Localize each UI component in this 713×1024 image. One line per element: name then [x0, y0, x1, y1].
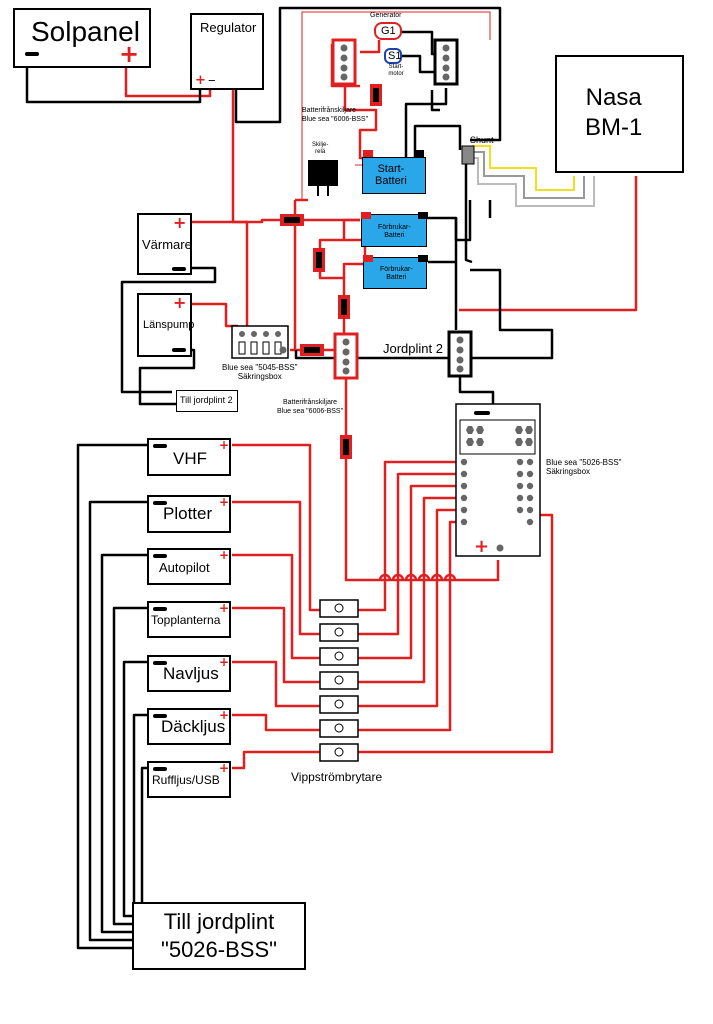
relay-icon [308, 160, 338, 186]
solar-panel-label: Solpanel [31, 16, 140, 47]
plus-icon: + [219, 655, 230, 669]
nasa-bm1: Nasa BM-1 [555, 55, 684, 173]
to-ground-bus-5026: Till jordplint "5026-BSS" [132, 902, 306, 970]
plus-icon: + [219, 601, 230, 615]
solar-panel: Solpanel + [13, 8, 151, 68]
minus-icon [172, 267, 186, 271]
load-label: Däckljus [161, 717, 226, 736]
minus-icon [25, 52, 39, 56]
fusebox-5045-icon [231, 325, 289, 359]
generator-icon: G1 [374, 22, 402, 40]
minus-icon [172, 348, 186, 352]
minus-icon [153, 607, 167, 611]
battery-negative-terminal [418, 212, 428, 219]
fusebox-5045-label: Blue sea "5045-BSS" Säkringsbox [222, 363, 298, 381]
load-label: Autopilot [159, 560, 210, 575]
ground-bus-2-label: Jordplint 2 [383, 341, 443, 356]
negative-wires [25, 6, 554, 950]
split-relay-label: Skilje- relä [312, 142, 329, 155]
plus-icon: + [474, 536, 490, 557]
heater: + Värmare [137, 213, 192, 275]
isolator-mid-label: Batterifrånskiljare Blue sea "6006-BSS" [277, 399, 344, 415]
house-battery-1: Förbrukar- Batteri [361, 214, 427, 247]
plus-icon: + [219, 761, 230, 775]
load-nav-lights: + Navljus [147, 655, 231, 692]
shunt-label: Shunt [470, 135, 494, 145]
terminal-strips [331, 38, 473, 380]
load-label: Plotter [163, 504, 213, 523]
load-label: Topplanterna [151, 613, 221, 627]
minus-icon [153, 444, 167, 448]
minus-icon [153, 501, 167, 505]
switches-label: Vippströmbrytare [291, 770, 383, 784]
battery-negative-terminal [418, 255, 428, 262]
minus-icon [153, 767, 167, 771]
minus-icon [153, 714, 167, 718]
generator-label: Generator [370, 12, 402, 19]
toggle-switches [319, 599, 359, 762]
minus-icon [153, 661, 167, 665]
battery-positive-terminal [363, 150, 373, 157]
plus-icon: + [219, 495, 230, 509]
to-ground-bus-2: Till jordplint 2 [176, 390, 238, 412]
load-plotter: + Plotter [147, 495, 231, 533]
fusebox-5026-icon [455, 403, 541, 557]
regulator: Regulator + − [190, 13, 264, 90]
signal-wires [472, 145, 595, 207]
inline-fuses [280, 84, 382, 459]
regulator-label: Regulator [200, 20, 257, 35]
plus-icon: + [219, 708, 230, 722]
load-autopilot: + Autopilot [147, 548, 231, 585]
fusebox-5026-label: Blue sea "5026-BSS" Säkringsbox [546, 458, 622, 476]
plus-icon: + [195, 73, 206, 88]
house-battery-2: Förbrukar- Batteri [363, 257, 427, 289]
load-label: Ruffljus/USB [152, 773, 220, 787]
load-vhf: + VHF [147, 438, 231, 476]
plus-icon: + [219, 438, 230, 452]
bilge-pump: + Länspump [137, 293, 194, 357]
load-deck-lights: + Däckljus [147, 708, 231, 745]
plus-icon: + [219, 548, 230, 562]
battery-positive-terminal [363, 255, 373, 262]
plus-icon: + [173, 293, 187, 312]
load-cabin-lights-usb: + Ruffljus/USB [147, 761, 231, 798]
plus-icon: + [119, 40, 140, 68]
shunt-icon [461, 145, 475, 165]
load-label: Navljus [163, 664, 219, 683]
minus-icon: − [208, 73, 216, 88]
load-masthead-light: + Topplanterna [147, 601, 231, 638]
plus-icon: + [173, 213, 187, 232]
isolator-top-label: Batterifrånskiljare Blue sea "6006-BSS" [302, 107, 369, 123]
battery-negative-terminal [414, 150, 424, 157]
load-label: VHF [173, 449, 207, 468]
start-motor-icon: S1 [384, 48, 402, 64]
start-motor-label: Start-motor [388, 64, 404, 77]
minus-icon [153, 554, 167, 558]
battery-positive-terminal [361, 212, 371, 219]
start-battery: Start- Batteri [362, 157, 426, 194]
